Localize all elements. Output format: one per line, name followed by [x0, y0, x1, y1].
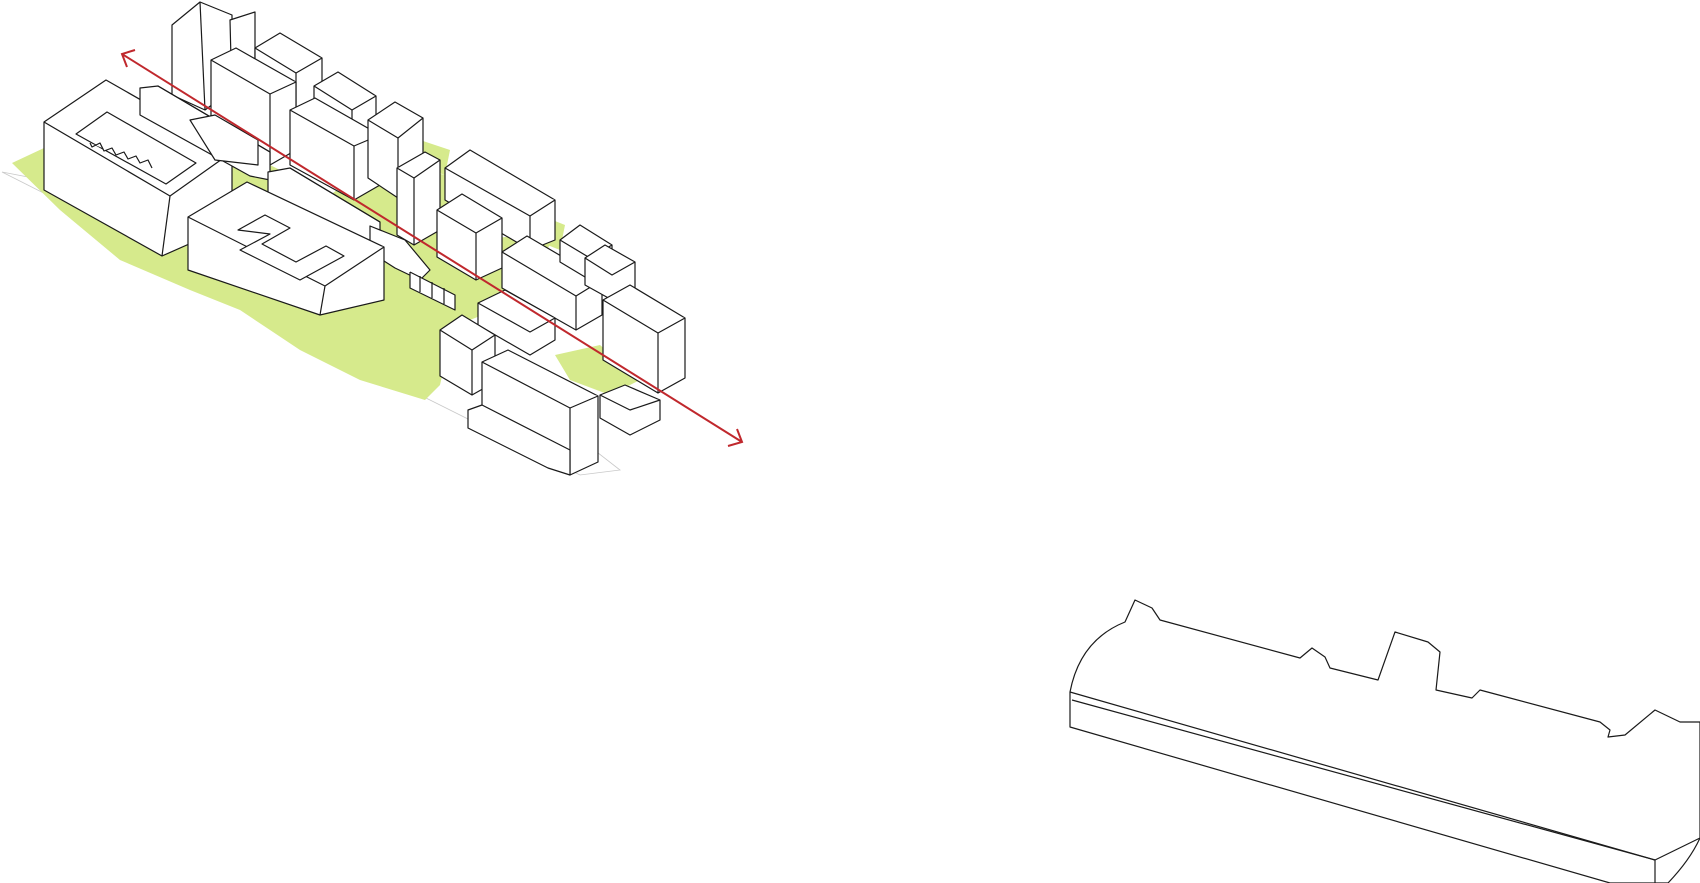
block-building [584, 244, 636, 301]
courtyard-building [43, 79, 233, 257]
pergola-structure [409, 271, 456, 311]
slab-building [467, 349, 599, 476]
slab-building [501, 235, 603, 331]
slab-building [444, 149, 556, 251]
block-building [289, 97, 381, 201]
building-cluster [43, 1, 686, 476]
block-building [477, 289, 556, 356]
courtyard-building [187, 181, 385, 316]
block-building [436, 193, 503, 281]
block-building [396, 151, 441, 246]
green-space-courtyard [555, 345, 640, 395]
block-building [599, 384, 661, 436]
double-headed-arrow-icon [120, 49, 744, 447]
block-building [602, 284, 686, 394]
isolated-long-building [1069, 599, 1700, 883]
